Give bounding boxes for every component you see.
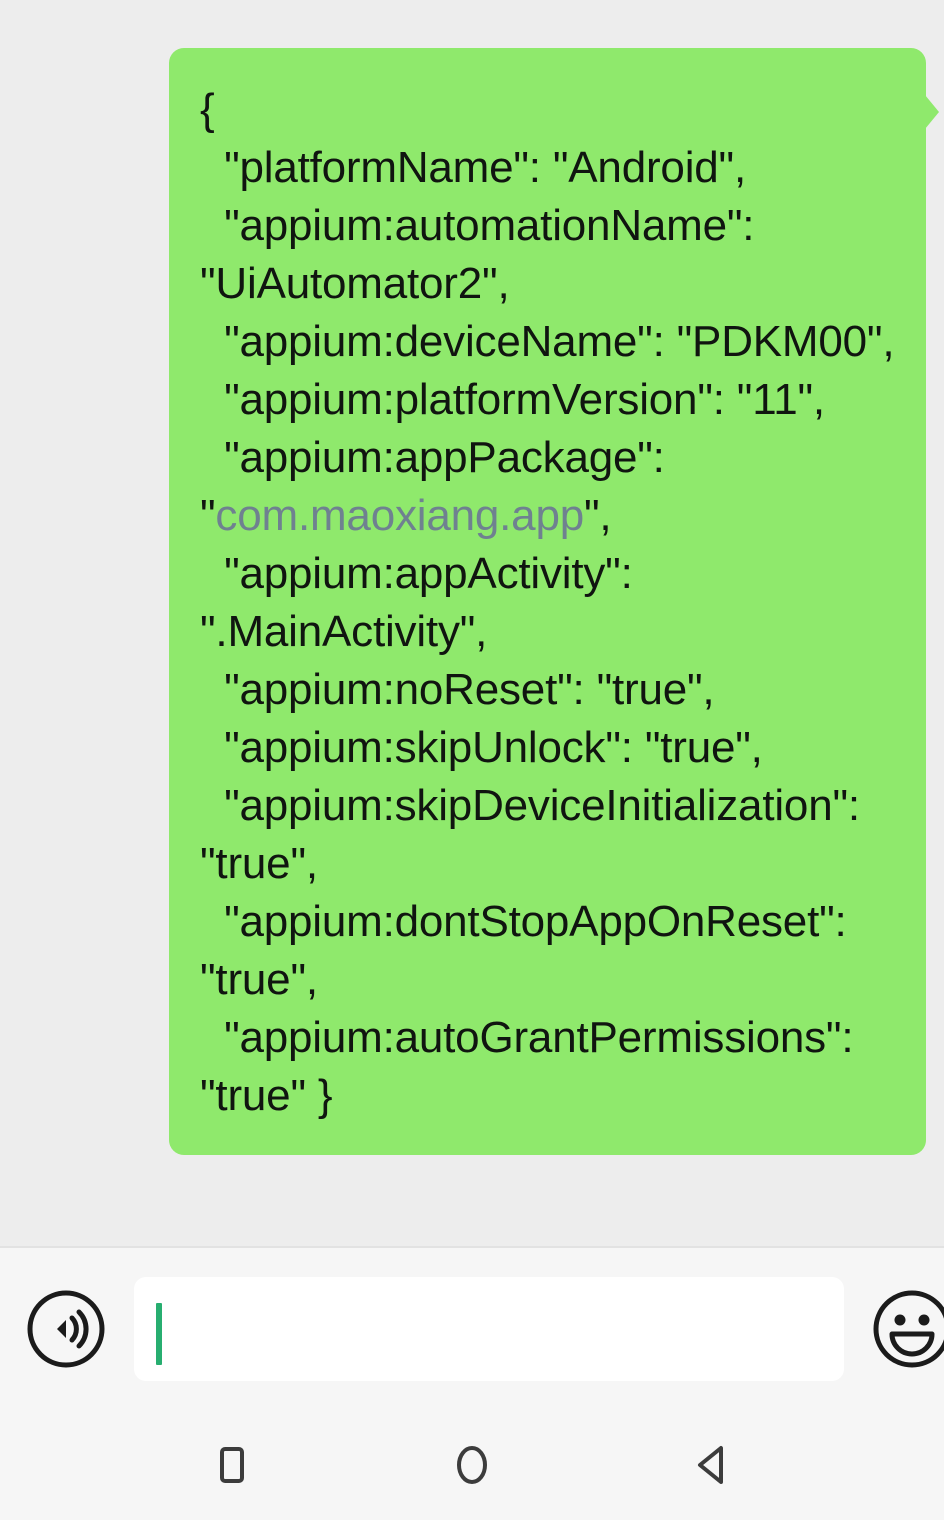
- message-row: { "platformName": "Android", "appium:aut…: [0, 48, 944, 1155]
- voice-wave-icon: [24, 1287, 108, 1371]
- triangle-left-icon: [690, 1443, 734, 1487]
- message-text: { "platformName": "Android", "appium:aut…: [200, 81, 904, 1125]
- back-button[interactable]: [637, 1410, 787, 1520]
- circle-icon: [450, 1443, 494, 1487]
- message-text-segment-2: ", "appium:appActivity": ".MainActivity"…: [200, 491, 860, 1120]
- message-text-segment-0: { "platformName": "Android", "appium:aut…: [200, 85, 895, 540]
- message-input-bar: [0, 1246, 944, 1410]
- voice-input-button[interactable]: [20, 1283, 112, 1375]
- conversation-scroll-area[interactable]: { "platformName": "Android", "appium:aut…: [0, 0, 944, 1246]
- message-bubble-wrapper: { "platformName": "Android", "appium:aut…: [169, 48, 939, 1155]
- emoji-picker-button[interactable]: [866, 1283, 944, 1375]
- bubble-tail: [925, 95, 939, 129]
- smiley-face-icon: [870, 1287, 944, 1371]
- square-icon: [210, 1443, 254, 1487]
- message-link[interactable]: com.maoxiang.app: [215, 491, 584, 540]
- message-text-field[interactable]: [134, 1277, 844, 1381]
- recents-button[interactable]: [157, 1410, 307, 1520]
- home-button[interactable]: [397, 1410, 547, 1520]
- text-caret: [156, 1303, 162, 1365]
- android-navigation-bar: [0, 1410, 944, 1520]
- outgoing-message-bubble[interactable]: { "platformName": "Android", "appium:aut…: [169, 48, 939, 1155]
